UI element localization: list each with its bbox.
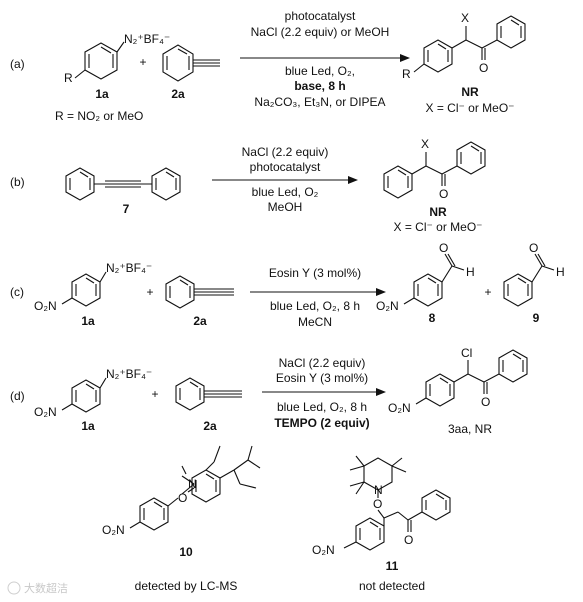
oxygen-label: O xyxy=(481,395,490,409)
scheme-d: (d) N₂⁺BF₄⁻ O₂N 1a + 2a NaCl (2.2 equiv)… xyxy=(10,346,528,436)
r-substituent-label: R xyxy=(64,71,73,85)
plus-sign: + xyxy=(139,55,146,69)
reagent-nitro-diazonium-structure: N₂⁺BF₄⁻ O₂N xyxy=(34,367,152,419)
condition-above-1: Eosin Y (3 mol%) xyxy=(269,266,361,280)
chlorine-label: Cl xyxy=(461,346,472,360)
nitro-group-label: O₂N xyxy=(376,299,399,313)
x-definition-note-a: X = Cl⁻ or MeO⁻ xyxy=(425,101,514,115)
x-substituent-label: X xyxy=(421,137,429,151)
oxygen-label: O xyxy=(439,187,448,201)
nitro-group-label: O₂N xyxy=(34,299,57,313)
product-chloroketone-structure: Cl O O₂N xyxy=(388,346,528,415)
scheme-c-tag: (c) xyxy=(10,285,24,299)
condition-below-2: TEMPO (2 equiv) xyxy=(274,416,369,430)
scheme-a: (a) N₂⁺BF₄⁻ R 1a R = NO₂ or MeO + 2a xyxy=(10,9,526,123)
product-9-label: 9 xyxy=(533,311,540,325)
condition-below-1: blue Led, O₂, 8 h xyxy=(277,400,367,414)
oxygen-label: O xyxy=(373,497,382,511)
arrow-head xyxy=(348,176,358,184)
condition-below-2: base, 8 h xyxy=(294,79,345,93)
reagent-phenylacetylene-structure xyxy=(162,44,220,82)
reagent-1a-label: 1a xyxy=(81,314,95,328)
diazonium-label: N₂⁺BF₄⁻ xyxy=(106,367,152,381)
nitro-group-label: O₂N xyxy=(312,543,335,557)
condition-below-2: MeOH xyxy=(268,200,303,214)
aldehyde-hydrogen-label: H xyxy=(556,265,565,279)
adduct-11-label: 11 xyxy=(386,559,399,573)
arrow-head xyxy=(400,54,410,62)
adduct-10-label: 10 xyxy=(179,545,193,559)
condition-below-1: blue Led, O₂ xyxy=(252,185,319,199)
condition-above-2: NaCl (2.2 equiv) or MeOH xyxy=(251,25,390,39)
diazonium-label: N₂⁺BF₄⁻ xyxy=(106,261,152,275)
tempo-ketone-adduct-11-structure: N O O O₂N xyxy=(312,455,451,557)
aldehyde-oxygen-label: O xyxy=(439,241,448,255)
reagent-diphenylacetylene-structure xyxy=(65,167,181,201)
scheme-d-tag: (d) xyxy=(10,389,25,403)
scheme-c: (c) N₂⁺BF₄⁻ O₂N 1a + 2a Eosin Y (3 mol%)… xyxy=(10,241,565,329)
adduct-10-status-note: detected by LC-MS xyxy=(135,579,238,593)
reagent-2a-label: 2a xyxy=(203,419,217,433)
aldehyde-hydrogen-label: H xyxy=(466,265,475,279)
reagent-1a-label: 1a xyxy=(81,419,95,433)
condition-below-1: blue Led, O₂, xyxy=(285,64,355,78)
watermark-logo-icon xyxy=(7,581,21,595)
condition-below-2: MeCN xyxy=(298,315,332,329)
x-definition-note-b: X = Cl⁻ or MeO⁻ xyxy=(393,220,482,234)
plus-sign: + xyxy=(151,387,158,401)
reagent-phenylacetylene-structure xyxy=(165,275,234,309)
nitro-group-label: O₂N xyxy=(34,405,57,419)
adduct-11-status-note: not detected xyxy=(359,579,425,593)
reagent-phenylacetylene-structure xyxy=(175,377,242,411)
nitrogen-label: N xyxy=(188,477,197,491)
reagent-1a-label: 1a xyxy=(95,87,109,101)
plus-sign: + xyxy=(484,285,491,299)
carbonyl-oxygen-label: O xyxy=(404,533,413,547)
oxygen-label: O xyxy=(178,491,187,505)
condition-above-1: NaCl (2.2 equiv) xyxy=(279,356,366,370)
tempo-aryl-adduct-10-structure: N O O₂N xyxy=(102,445,261,537)
product-alpha-substituted-ketone-structure: X O R xyxy=(402,11,526,81)
product-a-outcome-label: NR xyxy=(461,85,479,99)
r-substituent-label-product: R xyxy=(402,67,411,81)
nitrogen-label: N xyxy=(374,483,383,497)
condition-above-2: Eosin Y (3 mol%) xyxy=(276,371,368,385)
condition-above-1: photocatalyst xyxy=(285,9,356,23)
x-substituent-label: X xyxy=(461,11,469,25)
reagent-2a-label: 2a xyxy=(193,314,207,328)
product-alpha-substituted-deoxybenzoin-structure: X O xyxy=(383,137,486,201)
reagent-2a-label: 2a xyxy=(171,87,185,101)
reagent-7-label: 7 xyxy=(123,202,130,216)
aldehyde-oxygen-label: O xyxy=(529,241,538,255)
reagent-diazonium-structure: N₂⁺BF₄⁻ R xyxy=(64,32,170,85)
watermark-text: 大数超洁 xyxy=(24,581,68,595)
product-b-outcome-label: NR xyxy=(429,205,447,219)
scheme-a-tag: (a) xyxy=(10,57,25,71)
tempo-adducts: N O O₂N 10 detected by LC-MS xyxy=(102,445,451,593)
arrow-head xyxy=(376,288,386,296)
scheme-b: (b) 7 NaCl (2.2 equiv) photocatalyst blu… xyxy=(10,137,486,234)
nitro-group-label: O₂N xyxy=(388,401,411,415)
nitro-group-label: O₂N xyxy=(102,523,125,537)
arrow-head xyxy=(376,388,386,396)
oxygen-label: O xyxy=(479,61,488,75)
condition-below-1: blue Led, O₂, 8 h xyxy=(270,299,360,313)
scheme-b-tag: (b) xyxy=(10,175,25,189)
watermark: 大数超洁 xyxy=(7,581,68,595)
product-4-nitrobenzaldehyde-structure: O H O₂N xyxy=(376,241,475,313)
reagent-nitro-diazonium-structure: N₂⁺BF₄⁻ O₂N xyxy=(34,261,152,313)
condition-above-2: photocatalyst xyxy=(250,160,321,174)
condition-above-1: NaCl (2.2 equiv) xyxy=(242,145,329,159)
plus-sign: + xyxy=(146,285,153,299)
product-3aa-outcome-label: 3aa, NR xyxy=(448,422,492,436)
product-8-label: 8 xyxy=(429,311,436,325)
condition-below-3: Na₂CO₃, Et₃N, or DIPEA xyxy=(254,95,385,109)
diazonium-label: N₂⁺BF₄⁻ xyxy=(124,32,170,46)
r-definition-note: R = NO₂ or MeO xyxy=(55,109,143,123)
product-benzaldehyde-structure: O H xyxy=(503,241,565,307)
